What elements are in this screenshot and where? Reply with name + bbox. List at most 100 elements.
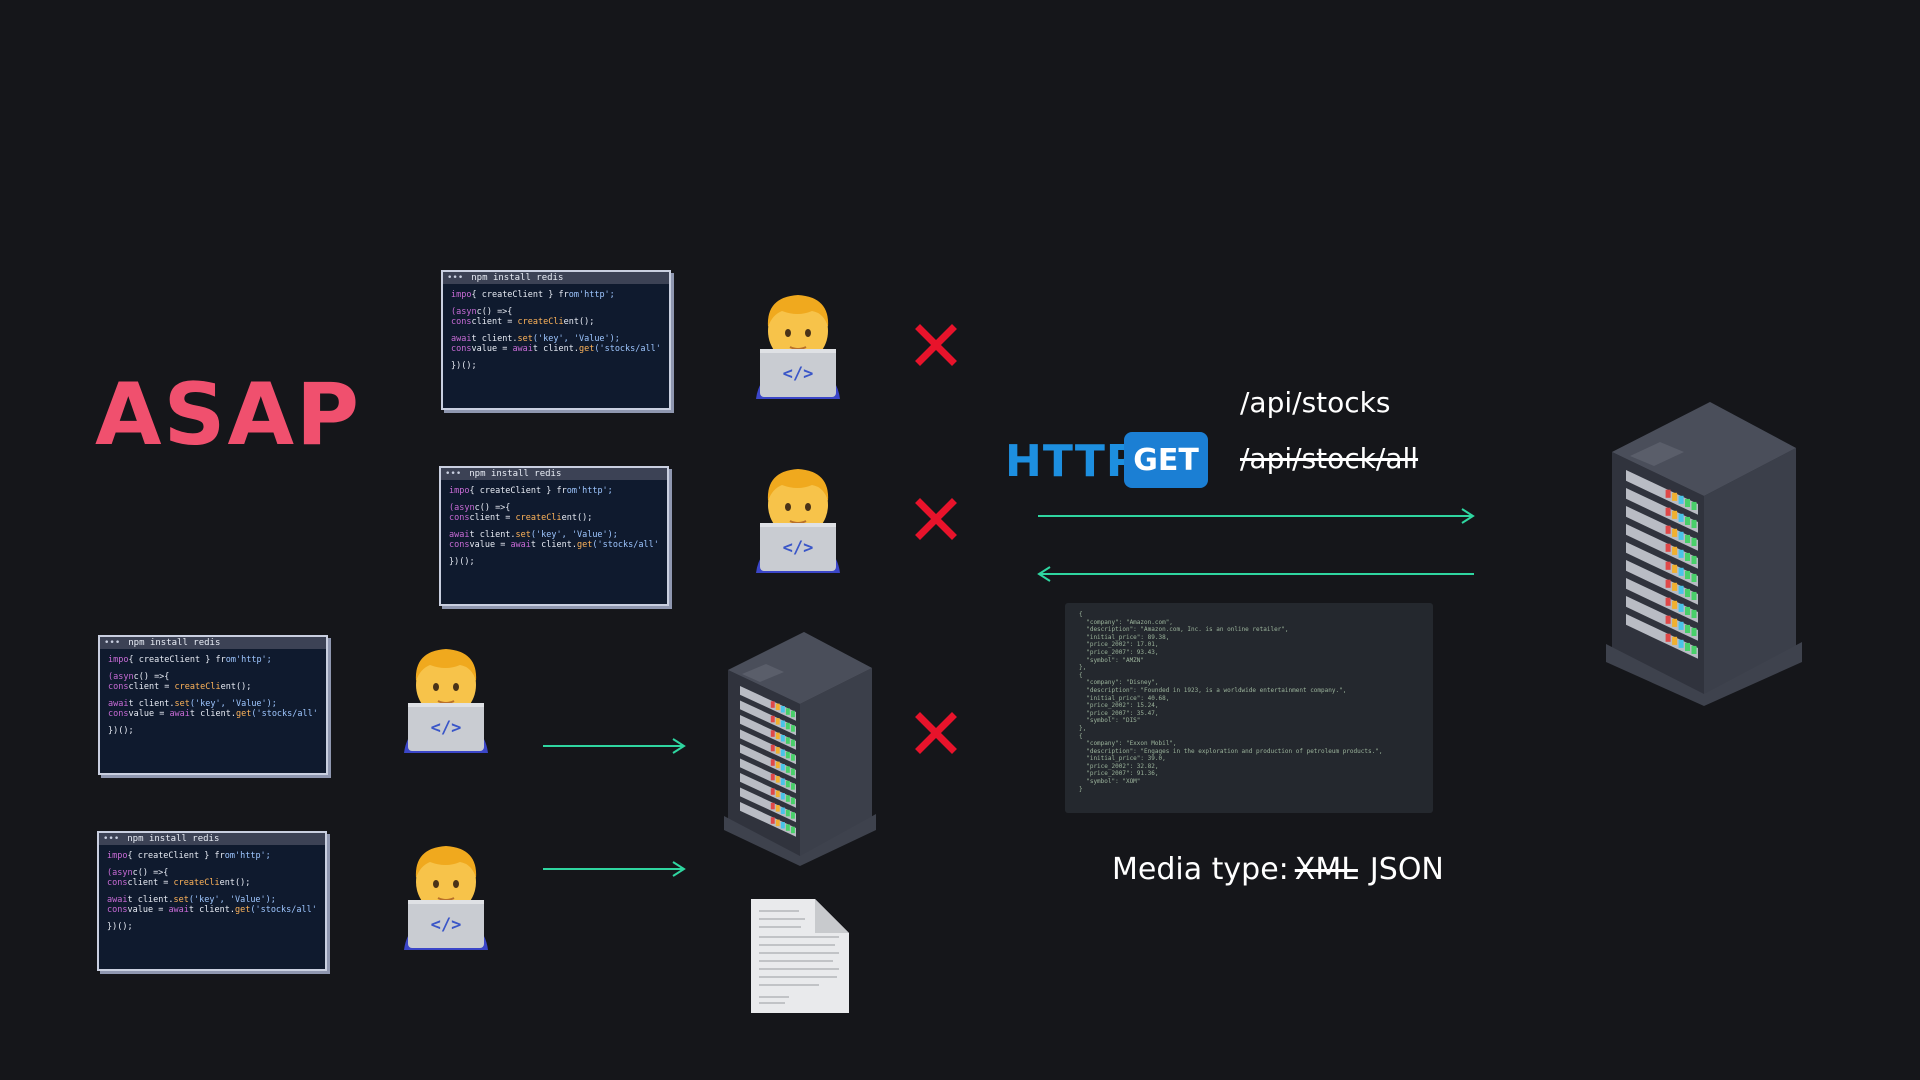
server-rack-icon (1606, 402, 1802, 706)
code-token: fr (553, 290, 569, 300)
code-line: (async() =>{ (108, 672, 318, 682)
code-token: cons (451, 317, 472, 327)
window-dots-icon: ••• (445, 469, 462, 479)
code-window-title: npm install redis (128, 638, 221, 648)
code-token: ('stocks/all' (251, 709, 318, 719)
code-token: set (517, 334, 533, 344)
code-token: awai (449, 530, 470, 540)
code-token: value = (469, 540, 511, 550)
code-line: })(); (449, 557, 659, 567)
endpoint-current: /api/stocks (1240, 386, 1391, 419)
code-token: awai (168, 905, 189, 915)
window-dots-icon: ••• (447, 273, 464, 283)
window-dots-icon: ••• (104, 638, 121, 648)
code-token: awai (510, 540, 531, 550)
code-line: await client.set('key', 'Value'); (449, 530, 659, 540)
code-token: om'http'; (566, 486, 613, 496)
code-token: t client. (188, 905, 235, 915)
code-token: t client. (469, 530, 516, 540)
code-token: awai (451, 334, 472, 344)
code-window-title: npm install redis (127, 834, 220, 844)
media-type-old: XML (1294, 852, 1358, 887)
code-token: ('key', 'Value'); (532, 334, 620, 344)
developer-laptop-icon: </> (748, 461, 848, 573)
code-token: })(); (107, 922, 133, 932)
developer-laptop-icon: </> (396, 838, 496, 950)
code-token: createCli (517, 317, 564, 327)
red-x-icon (915, 324, 957, 366)
code-token: awai (169, 709, 190, 719)
code-token: set (174, 699, 190, 709)
code-window-titlebar: ••• npm install redis (443, 272, 669, 284)
code-token: c() =>{ (132, 868, 169, 878)
code-token: get (576, 540, 593, 550)
code-line: impo{ createClient } from'http'; (451, 290, 661, 300)
code-token: get (578, 344, 595, 354)
code-token: get (235, 709, 252, 719)
code-token: t client. (532, 344, 579, 354)
svg-text:</>: </> (431, 915, 462, 935)
get-method-badge: GET (1124, 432, 1208, 488)
svg-text:</>: </> (431, 718, 462, 738)
code-token: ('key', 'Value'); (189, 699, 277, 709)
document-icon (751, 899, 849, 1013)
code-token: cons (107, 878, 128, 888)
code-token: { createClient } (127, 851, 210, 861)
code-line: consclient = createClient(); (451, 317, 661, 327)
code-token: { createClient } (469, 486, 552, 496)
code-token: fr (209, 851, 225, 861)
code-window-title: npm install redis (471, 273, 564, 283)
code-token: client = (128, 682, 175, 692)
request-arrow (543, 861, 686, 877)
code-token: impo (451, 290, 472, 300)
code-token: om'http'; (224, 851, 271, 861)
server-rack-icon (724, 632, 876, 866)
code-token: (asyn (449, 503, 475, 513)
code-window-titlebar: ••• npm install redis (100, 637, 326, 649)
code-token: ent(); (561, 513, 593, 523)
http-label: HTTP (1005, 436, 1140, 487)
code-token: c() =>{ (476, 307, 513, 317)
code-token: impo (107, 851, 128, 861)
code-token: ('key', 'Value'); (188, 895, 276, 905)
code-window-body: impo{ createClient } from'http'; (async()… (443, 284, 669, 377)
code-token: ent(); (220, 682, 252, 692)
code-token: { createClient } (128, 655, 211, 665)
code-token: t client. (127, 895, 174, 905)
code-line: })(); (107, 922, 317, 932)
asap-title: ASAP (95, 365, 362, 465)
code-line: (async() =>{ (451, 307, 661, 317)
code-line: consvalue = await client.get('stocks/all… (107, 905, 317, 915)
code-line: impo{ createClient } from'http'; (108, 655, 318, 665)
code-token: createCli (515, 513, 562, 523)
code-line: impo{ createClient } from'http'; (449, 486, 659, 496)
json-response-panel: { "company": "Amazon.com", "description"… (1065, 603, 1433, 813)
request-arrow (1038, 508, 1475, 524)
code-token: cons (451, 344, 472, 354)
code-window-body: impo{ createClient } from'http';(async()… (99, 845, 325, 938)
code-line: consclient = createClient(); (107, 878, 317, 888)
svg-text:</>: </> (783, 538, 814, 558)
code-token: om'http'; (225, 655, 272, 665)
developer-laptop-icon: </> (396, 641, 496, 753)
code-token: client = (469, 513, 516, 523)
code-token: get (234, 905, 251, 915)
code-token: cons (107, 905, 128, 915)
code-token: client = (471, 317, 518, 327)
code-token: set (173, 895, 189, 905)
code-window-titlebar: •••npm install redis (99, 833, 325, 845)
code-token: value = (471, 344, 513, 354)
code-token: ('stocks/all' (592, 540, 659, 550)
code-token: c() =>{ (474, 503, 511, 513)
code-line: consvalue = await client.get('stocks/all… (449, 540, 659, 550)
code-token: createCli (174, 682, 221, 692)
code-token: })(); (108, 726, 134, 736)
code-token: awai (107, 895, 128, 905)
code-token: t client. (128, 699, 175, 709)
code-token: createCli (173, 878, 220, 888)
red-x-icon (915, 498, 957, 540)
media-type-label: Media type: (1112, 852, 1289, 887)
